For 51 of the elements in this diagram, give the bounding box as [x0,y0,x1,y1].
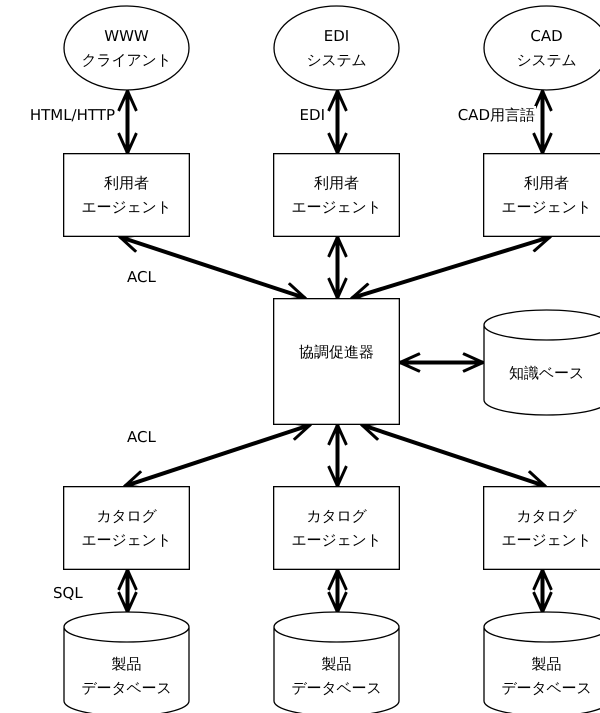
agent-box [273,153,400,237]
node-label: 利用者 [524,173,569,194]
database-cylinder [63,612,190,713]
node-label: 製品 [112,654,142,675]
arrow [398,352,484,373]
node-label: システム [306,50,366,71]
node-label: システム [516,50,576,71]
node-label: 製品 [322,654,352,675]
node-label: 製品 [532,654,562,675]
node-label: EDI [324,26,350,47]
facilitator-box [273,298,400,425]
node-label: カタログ [96,506,156,527]
node-label: クライアント [82,50,172,71]
node-label: エージェント [292,530,382,551]
database-cylinder [483,310,600,415]
node-label: 利用者 [314,173,359,194]
node-label: データベース [82,678,172,699]
arrow [532,90,553,154]
node-label: 協調促進器 [299,342,374,362]
agent-box [63,486,190,570]
node-label: カタログ [306,506,366,527]
agent-box [273,486,400,570]
node-label: 利用者 [104,173,149,194]
arrow [117,90,138,154]
node-label: エージェント [502,530,592,551]
edge-label: CAD用言語 [456,106,536,124]
node-label: データベース [502,678,592,699]
agent-box [63,153,190,237]
node-label: エージェント [502,197,592,218]
arrow [327,568,348,614]
edge-label: SQL [52,584,84,602]
node-label: エージェント [292,197,382,218]
client-ellipse [63,5,190,91]
database-cylinder [273,612,400,713]
node-label: データベース [292,678,382,699]
agent-box [483,153,600,237]
node-label: エージェント [82,530,172,551]
edge-label: HTML/HTTP [28,106,116,124]
system-ellipse [273,5,400,91]
arrow [532,568,553,614]
arrow [327,424,348,488]
node-label: WWW [104,26,149,47]
node-label: エージェント [82,197,172,218]
agent-box [483,486,600,570]
arrow [327,90,348,154]
database-cylinder [483,612,600,713]
arrow [117,568,138,614]
node-label: 知識ベース [509,362,584,384]
node-label: CAD [530,26,563,47]
node-label: カタログ [516,506,576,527]
arrow [327,236,348,300]
